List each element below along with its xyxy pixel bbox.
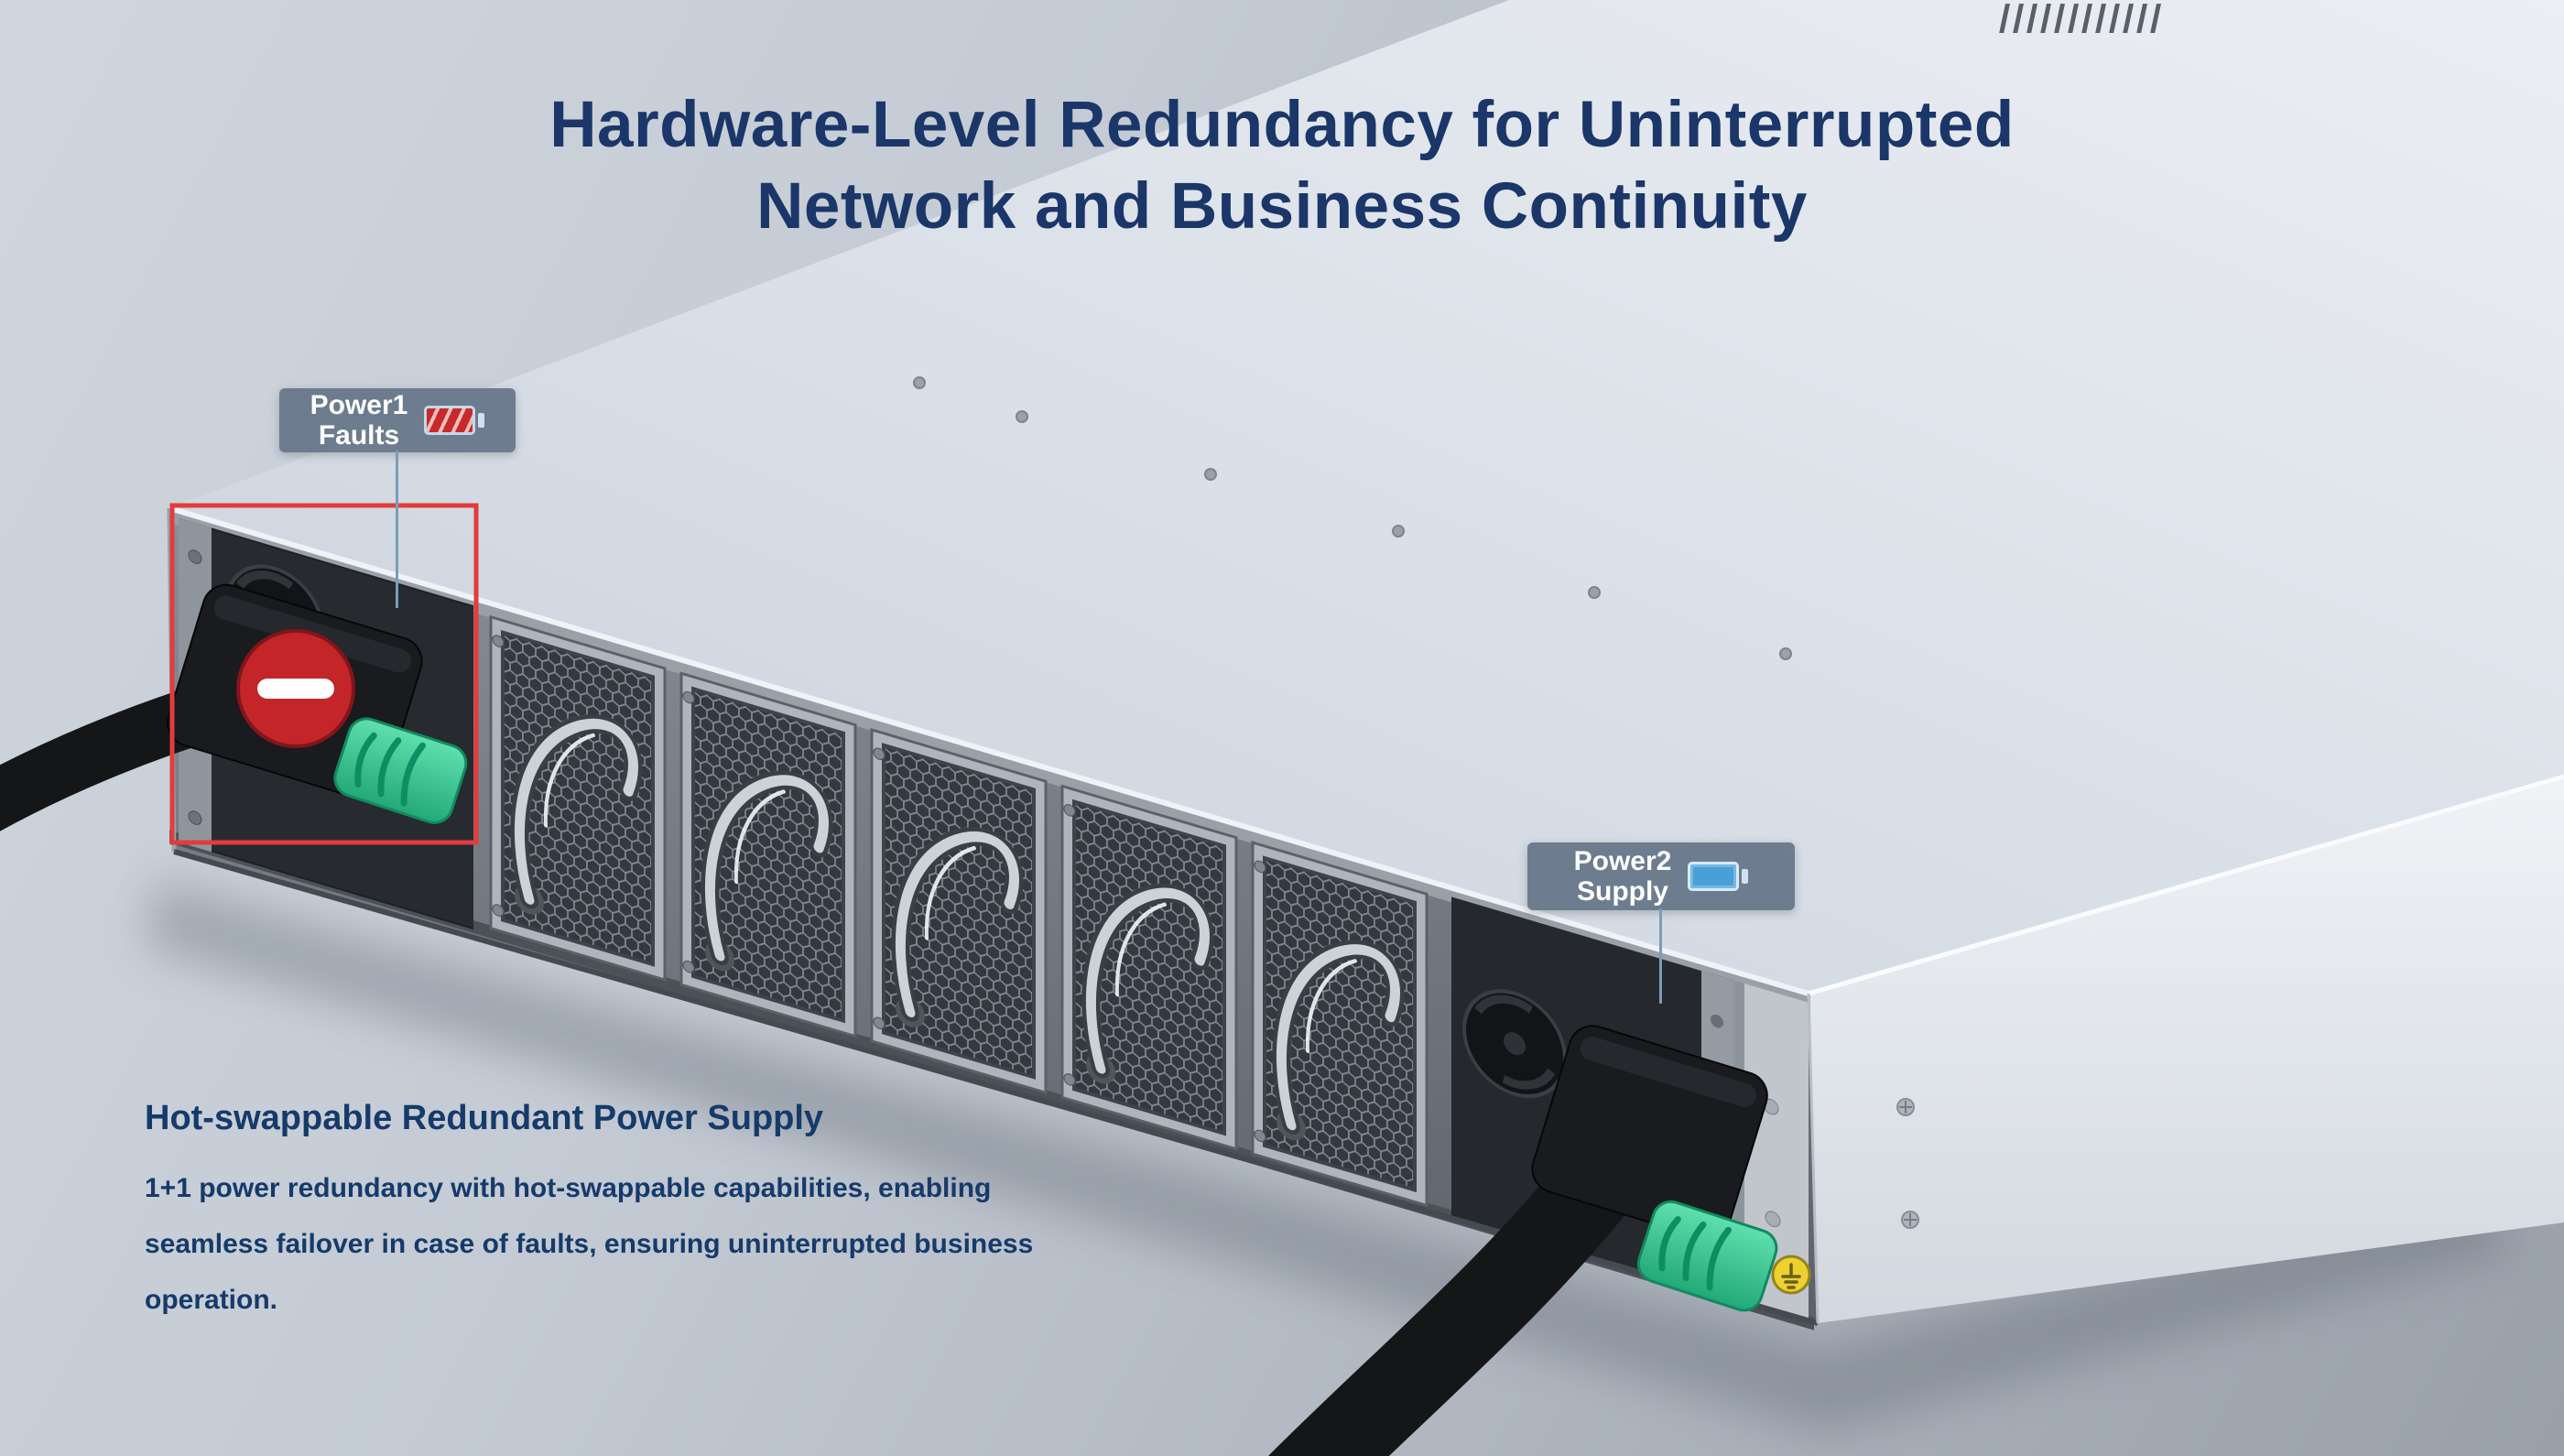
feature-line-3: operation. [145, 1285, 278, 1315]
page-title: Hardware-Level Redundancy for Uninterrup… [0, 84, 2564, 247]
callout-power2-text: Power2 Supply [1574, 846, 1672, 907]
title-line-2: Network and Business Continuity [756, 170, 1808, 243]
ground-screw-icon [1771, 1255, 1811, 1295]
chassis-top-face [169, 0, 2564, 994]
callout-power1-text: Power1 Faults [310, 390, 408, 451]
psu1-latch [333, 717, 468, 824]
fan-module-2 [681, 673, 855, 1036]
feature-line-1: 1+1 power redundancy with hot-swappable … [145, 1173, 992, 1203]
power1-leader-line [396, 451, 398, 608]
chassis-end-face [1809, 774, 2564, 1323]
callout-power2: Power2 Supply [1527, 842, 1795, 910]
feature-line-2: seamless failover in case of faults, ens… [145, 1229, 1034, 1259]
battery-full-body [1688, 862, 1740, 891]
fan-module-3 [872, 730, 1046, 1092]
power2-leader-line [1659, 908, 1662, 1004]
psu2-latch [1636, 1200, 1778, 1312]
psu2-cable [1268, 1139, 1640, 1456]
power1-status: Faults [318, 420, 400, 451]
power2-label: Power2 [1573, 846, 1672, 876]
psu2-connector [1531, 1025, 1768, 1240]
top-face-screws [913, 376, 1792, 660]
power2-status: Supply [1576, 876, 1668, 907]
end-face-screws [1896, 1098, 1919, 1229]
battery-fault-tip [478, 413, 485, 428]
battery-fault-body [424, 406, 476, 435]
callout-power1: Power1 Faults [279, 388, 516, 452]
power1-label: Power1 [310, 390, 408, 420]
fan-module-1 [491, 617, 665, 980]
battery-full-icon [1688, 862, 1749, 891]
top-vent-slots [1999, 4, 2161, 33]
feature-description: Hot-swappable Redundant Power Supply 1+1… [145, 1099, 1298, 1328]
battery-fault-icon [424, 406, 485, 435]
battery-full-tip [1742, 869, 1749, 884]
fan-module-4 [1062, 786, 1236, 1148]
feature-heading: Hot-swappable Redundant Power Supply [145, 1099, 824, 1137]
psu1-fault-indicator [236, 629, 355, 748]
title-line-1: Hardware-Level Redundancy for Uninterrup… [549, 89, 2015, 161]
fault-highlight-box [169, 503, 479, 845]
